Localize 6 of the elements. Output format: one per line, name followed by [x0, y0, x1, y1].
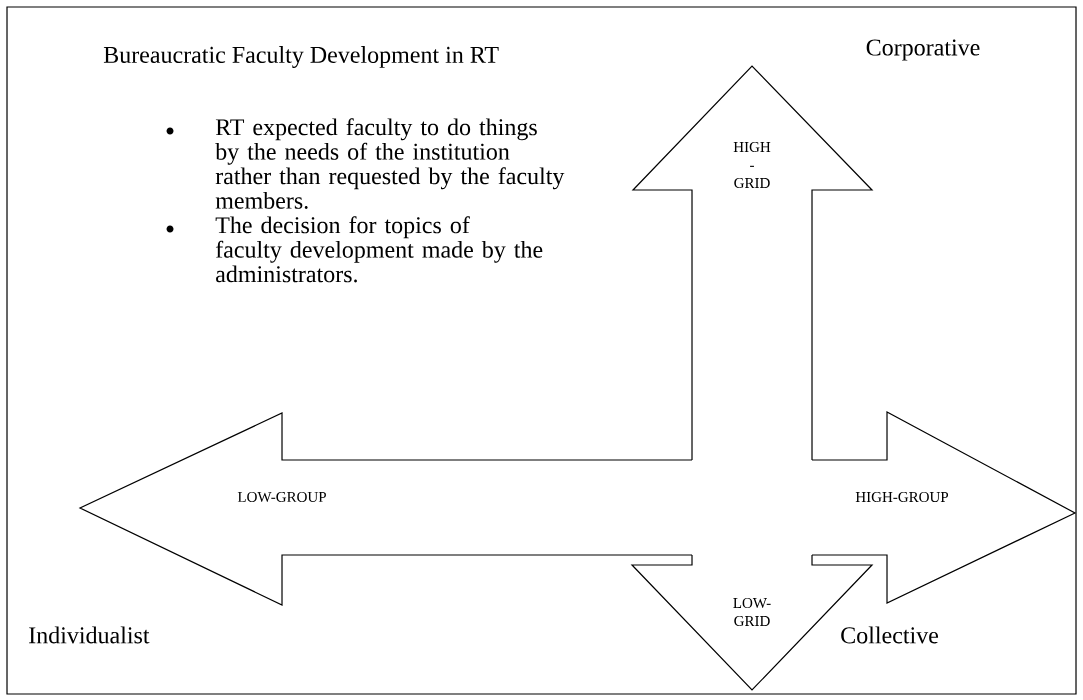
quadrant-label: Corporative	[866, 39, 980, 61]
bullet-item: RT expected faculty to do things by the needs of the institution rather than requested by the faculty members.	[166, 118, 565, 209]
bullet-item: The decision for topics of faculty development made by the administrators.	[166, 216, 543, 283]
heading: Bureaucratic Faculty Development in RT	[103, 46, 499, 68]
quadrant-label: Collective	[841, 626, 939, 644]
quadrant-label: Individualist	[29, 626, 150, 644]
